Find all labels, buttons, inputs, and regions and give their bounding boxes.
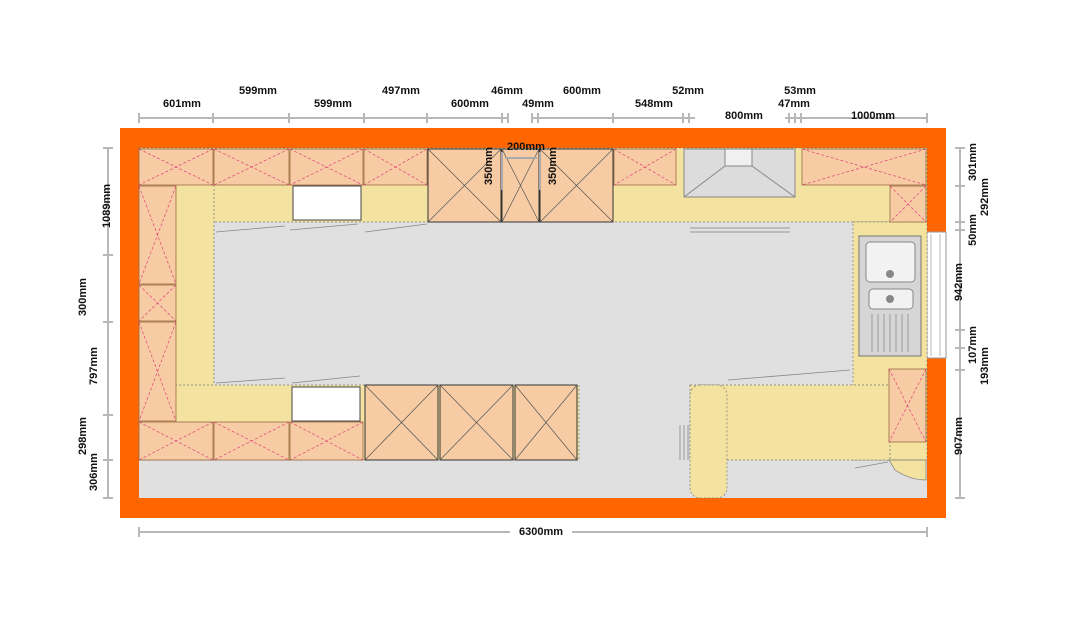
dim-top-1000: 1000mm	[851, 110, 895, 122]
dim-top-600-b: 600mm	[563, 85, 601, 97]
left-wall-cabinets	[138, 185, 177, 422]
top-tall-cabinets	[427, 148, 614, 223]
dim-right-193: 193mm	[979, 347, 991, 385]
cooker-hood-icon	[683, 148, 796, 233]
dim-right-301: 301mm	[967, 143, 979, 181]
dim-left-298: 298mm	[77, 417, 89, 455]
dim-center-350-a: 350mm	[483, 147, 495, 185]
dim-right-942: 942mm	[953, 263, 965, 301]
dim-top-46: 46mm	[491, 85, 523, 97]
dim-top-497: 497mm	[382, 85, 420, 97]
dim-bottom-6300: 6300mm	[519, 526, 563, 538]
window-icon	[926, 231, 947, 359]
right-lower-cabinet	[888, 368, 927, 481]
bottom-tall-cabinets	[364, 384, 578, 461]
dim-center-350-b: 350mm	[547, 147, 559, 185]
appliance-opening-top	[292, 185, 362, 221]
dim-top-599-a: 599mm	[239, 85, 277, 97]
dim-left-1089: 1089mm	[101, 184, 113, 228]
dimension-labels-right: 301mm 292mm 50mm 942mm 107mm 193mm 907mm	[953, 143, 991, 455]
dim-top-601: 601mm	[163, 98, 201, 110]
bottom-wall-cabinets	[138, 421, 364, 461]
dimension-labels-bottom: 6300mm	[510, 524, 572, 540]
top-right-cabinet	[889, 185, 927, 223]
dimension-labels-left: 1089mm 300mm 797mm 298mm 306mm	[77, 184, 113, 491]
dimension-labels-top: 601mm 599mm 599mm 497mm 600mm 46mm 49mm …	[163, 85, 895, 122]
dim-top-52: 52mm	[672, 85, 704, 97]
dim-top-49: 49mm	[522, 98, 554, 110]
dim-top-548: 548mm	[635, 98, 673, 110]
dim-right-50: 50mm	[967, 214, 979, 246]
dim-left-300: 300mm	[77, 278, 89, 316]
dim-top-599-b: 599mm	[314, 98, 352, 110]
dimension-labels-center: 200mm 350mm 350mm	[483, 141, 559, 185]
door-swing-lines	[215, 223, 889, 469]
top-wall-cabinets	[138, 148, 927, 186]
dim-top-47: 47mm	[778, 98, 810, 110]
dim-right-292: 292mm	[979, 178, 991, 216]
dim-top-800: 800mm	[725, 110, 763, 122]
dim-top-600-a: 600mm	[451, 98, 489, 110]
appliance-opening-bottom	[291, 386, 361, 422]
dim-left-797: 797mm	[88, 347, 100, 385]
dim-left-306: 306mm	[88, 453, 100, 491]
dim-top-53: 53mm	[784, 85, 816, 97]
dim-right-107: 107mm	[967, 326, 979, 364]
sink-icon	[858, 235, 922, 357]
dim-center-200: 200mm	[507, 141, 545, 153]
dim-right-907: 907mm	[953, 417, 965, 455]
